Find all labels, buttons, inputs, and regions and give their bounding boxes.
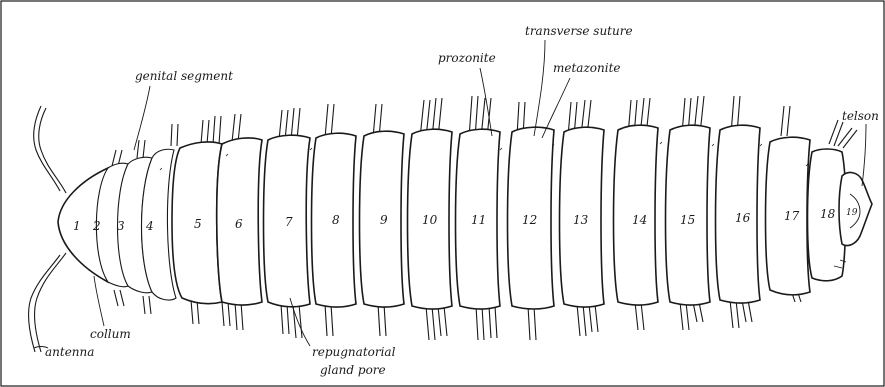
segment-number-14: 14 [632, 213, 647, 227]
label-repugnatorial: repugnatorial [312, 345, 396, 359]
segment-number-4: 4 [145, 219, 154, 233]
segment-number-10: 10 [422, 213, 438, 227]
label-prozonite: prozonite [438, 51, 496, 65]
segment-number-9: 9 [380, 213, 388, 227]
segment-number-13: 13 [573, 213, 589, 227]
label-antenna: antenna [45, 345, 94, 359]
label-genital-segment: genital segment [135, 69, 233, 83]
label-gland-pore: gland pore [320, 363, 386, 377]
segment-number-1: 1 [73, 219, 81, 233]
segment-number-2: 2 [92, 219, 101, 233]
segment-number-16: 16 [735, 211, 751, 225]
segment-number-12: 12 [522, 213, 537, 227]
label-metazonite: metazonite [553, 61, 621, 75]
segment-number-19: 19 [846, 208, 858, 218]
segment-number-6: 6 [235, 217, 243, 231]
segment-number-17: 17 [784, 209, 800, 223]
label-transverse-suture: transverse suture [525, 24, 633, 38]
segment-number-8: 8 [332, 213, 340, 227]
label-telson: telson [842, 109, 879, 123]
segment-number-5: 5 [194, 217, 202, 231]
segment-number-15: 15 [680, 213, 695, 227]
segment-number-7: 7 [285, 215, 293, 229]
segment-number-11: 11 [471, 213, 486, 227]
segment-number-18: 18 [820, 207, 836, 221]
segment-number-3: 3 [117, 219, 125, 233]
label-collum: collum [90, 327, 131, 341]
